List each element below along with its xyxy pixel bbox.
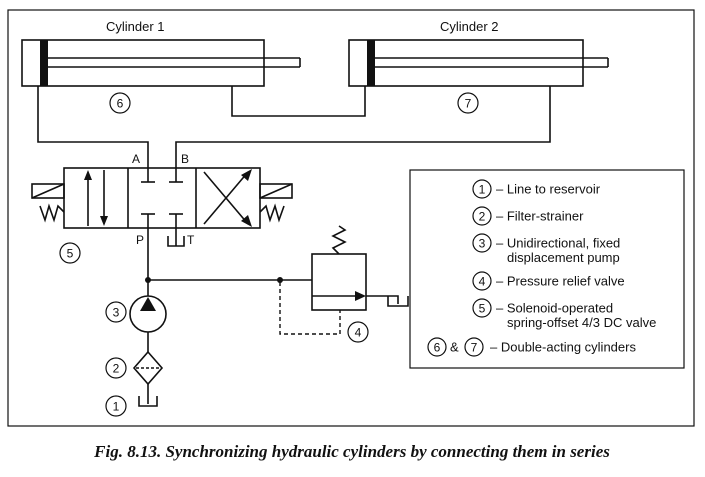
solenoid-right bbox=[259, 183, 293, 199]
relief-number: 4 bbox=[355, 326, 362, 340]
cylinder-1-number-circle bbox=[109, 92, 131, 114]
legend-item-5-text-line-1: – Solenoid-operated bbox=[496, 301, 613, 316]
cylinder-2-barrel bbox=[348, 39, 584, 87]
legend-item-1-text: – Line to reservoir bbox=[496, 182, 601, 197]
directional-control-valve: A B P T 5 bbox=[31, 152, 293, 264]
legend-item-4-number: 4 bbox=[479, 275, 486, 289]
port-a-label: A bbox=[132, 152, 140, 166]
reservoir-number: 1 bbox=[113, 400, 120, 414]
legend-item-3-text-line-1: – Unidirectional, fixed bbox=[496, 236, 620, 251]
filter-number: 2 bbox=[113, 362, 120, 376]
line-b-to-cylinder-2 bbox=[175, 86, 551, 168]
port-b-label: B bbox=[181, 152, 189, 166]
port-p-label: P bbox=[136, 233, 144, 247]
line-cylinder-1-to-cylinder-2 bbox=[231, 86, 366, 117]
relief-valve-arrowhead bbox=[355, 291, 366, 301]
port-t-label: T bbox=[187, 233, 195, 247]
legend-item-4-text: – Pressure relief valve bbox=[496, 274, 625, 289]
legend-item-6-circle bbox=[427, 337, 447, 357]
legend-item-6-number: 6 bbox=[434, 341, 441, 355]
solenoid-left bbox=[31, 183, 65, 199]
cylinder-1: Cylinder 1 6 bbox=[21, 19, 301, 114]
figure-frame bbox=[7, 9, 695, 427]
legend-item-2-number: 2 bbox=[479, 210, 486, 224]
legend-item-2-circle bbox=[472, 206, 492, 226]
solenoid-right-diagonal bbox=[259, 183, 293, 199]
legend-item-2-text: – Filter-strainer bbox=[496, 209, 584, 224]
pump: 3 bbox=[105, 295, 167, 333]
reservoir-tank-symbol bbox=[138, 396, 158, 407]
cylinder-1-number: 6 bbox=[117, 97, 124, 111]
line-a-to-cylinder-1 bbox=[37, 86, 149, 168]
legend-item-7-number: 7 bbox=[471, 341, 478, 355]
legend-ampersand: & bbox=[450, 340, 459, 355]
legend-item-3-circle bbox=[472, 233, 492, 253]
legend-item-3-number: 3 bbox=[479, 237, 486, 251]
relief-number-circle bbox=[347, 321, 369, 343]
valve-number-circle bbox=[59, 242, 81, 264]
cylinder-2-piston bbox=[367, 40, 375, 86]
valve-number: 5 bbox=[67, 247, 74, 261]
valve-left-arrowhead-up bbox=[84, 170, 92, 180]
filter-strainer: 2 bbox=[105, 350, 164, 386]
valve-right-arrowhead-1 bbox=[241, 215, 252, 227]
cylinder-1-piston bbox=[40, 40, 48, 86]
cylinder-2: Cylinder 2 7 bbox=[348, 19, 609, 114]
legend-item-7-circle bbox=[464, 337, 484, 357]
legend: 1 – Line to reservoir 2 – Filter-straine… bbox=[409, 169, 685, 369]
cylinder-1-barrel bbox=[21, 39, 265, 87]
cylinder-2-number: 7 bbox=[465, 97, 472, 111]
cylinder-2-number-circle bbox=[457, 92, 479, 114]
pressure-relief-valve: 4 bbox=[279, 225, 409, 343]
solenoid-left-diagonal bbox=[31, 183, 65, 199]
cylinder-2-title: Cylinder 2 bbox=[440, 19, 499, 34]
relief-tank-symbol bbox=[387, 296, 409, 307]
relief-valve-body bbox=[311, 253, 367, 311]
pump-triangle bbox=[140, 297, 156, 311]
legend-item-5-text-line-2: spring-offset 4/3 DC valve bbox=[507, 315, 656, 330]
figure-caption: Fig. 8.13. Synchronizing hydraulic cylin… bbox=[93, 442, 610, 461]
legend-item-5-circle bbox=[472, 298, 492, 318]
valve-left-arrowhead-down bbox=[100, 216, 108, 226]
pump-number-circle bbox=[105, 301, 127, 323]
relief-valve-spring bbox=[331, 225, 347, 255]
legend-item-4-circle bbox=[472, 271, 492, 291]
legend-item-6-7-text: – Double-acting cylinders bbox=[490, 340, 636, 355]
pilot-junction bbox=[277, 277, 283, 283]
cylinder-1-title: Cylinder 1 bbox=[106, 19, 165, 34]
legend-box bbox=[409, 169, 685, 369]
spring-left bbox=[39, 203, 65, 223]
spring-right bbox=[259, 203, 285, 223]
valve-right-arrowhead-2 bbox=[241, 169, 252, 181]
legend-item-3-text-line-2: displacement pump bbox=[507, 250, 620, 265]
relief-pilot-line bbox=[279, 282, 341, 335]
valve-right-cross-2 bbox=[203, 171, 249, 225]
valve-body bbox=[63, 167, 261, 229]
pump-number: 3 bbox=[113, 306, 120, 320]
legend-item-1-number: 1 bbox=[479, 183, 486, 197]
legend-item-1-circle bbox=[472, 179, 492, 199]
reservoir: 1 bbox=[105, 395, 158, 417]
relief-valve-outlet bbox=[366, 295, 399, 304]
filter-number-circle bbox=[105, 357, 127, 379]
legend-item-5-number: 5 bbox=[479, 302, 486, 316]
reservoir-number-circle bbox=[105, 395, 127, 417]
